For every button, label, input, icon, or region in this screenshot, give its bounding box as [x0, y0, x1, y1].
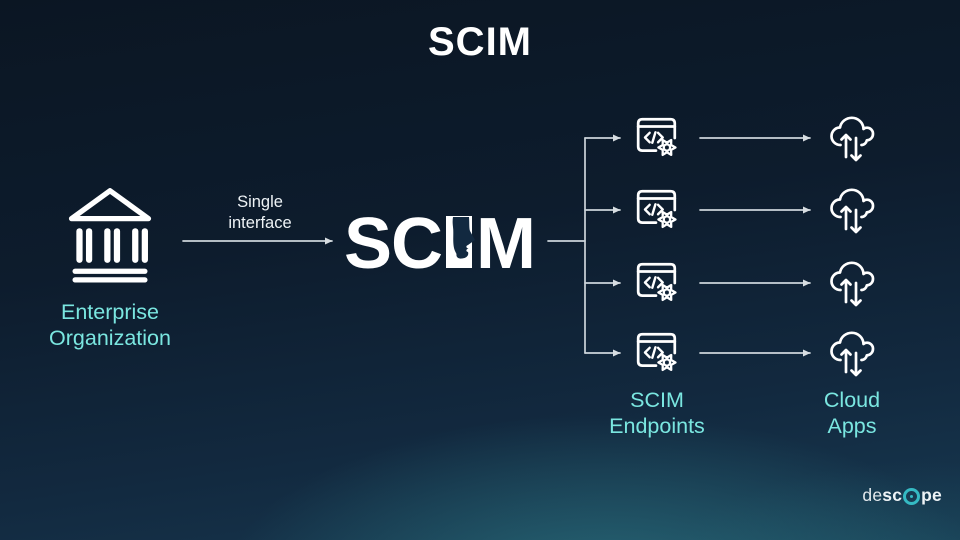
- arrow-up-icon: [840, 205, 852, 231]
- endpoint-node-3: [634, 260, 680, 309]
- endpoint-node-1: [634, 115, 680, 164]
- arrow-down-icon: [850, 281, 862, 307]
- cloud-app-node-4: [826, 329, 878, 386]
- arrow-up-icon: [840, 133, 852, 159]
- cloud-app-node-1: [826, 114, 878, 171]
- code-window-gear-icon: [636, 332, 677, 372]
- code-window-gear-icon: [636, 117, 677, 157]
- gear-icon: [657, 210, 677, 229]
- cloud-sync-icon: [830, 331, 875, 377]
- gear-icon: [657, 353, 677, 372]
- arrow-down-icon: [850, 136, 862, 162]
- enterprise-label: Enterprise Organization: [49, 300, 171, 350]
- scim-logo: SC M: [342, 204, 542, 284]
- code-window-gear-icon: [636, 189, 677, 229]
- cloud-sync-icon: [830, 188, 875, 234]
- cloud-sync-icon: [830, 116, 875, 162]
- arrow-up-icon: [840, 278, 852, 304]
- page-title: SCIM: [428, 20, 532, 64]
- descope-logo-sc: sc: [882, 485, 903, 505]
- gear-icon: [657, 283, 677, 302]
- code-window-gear-icon: [636, 262, 677, 302]
- gear-icon: [657, 138, 677, 157]
- cloud-sync-icon: [830, 261, 875, 307]
- descope-logo-pe: pe: [921, 485, 942, 505]
- cloud-app-node-3: [826, 259, 878, 316]
- descope-o-icon: [903, 488, 921, 505]
- scim-endpoints-label: SCIM Endpoints: [609, 388, 705, 438]
- face-profile-cutout: [452, 217, 475, 259]
- enterprise-node: [66, 184, 154, 284]
- descope-logo-de: de: [862, 485, 883, 505]
- arrow-down-icon: [850, 208, 862, 234]
- scim-logo-sc: SC: [344, 204, 442, 278]
- single-interface-label: Single interface: [228, 193, 292, 232]
- arrow-up-icon: [840, 348, 852, 374]
- arrow-down-icon: [850, 351, 862, 377]
- scim-logo-m: M: [476, 204, 536, 278]
- bank-icon: [68, 188, 152, 283]
- endpoint-node-2: [634, 187, 680, 236]
- cloud-apps-label: Cloud Apps: [823, 388, 881, 438]
- endpoint-node-4: [634, 330, 680, 379]
- cloud-app-node-2: [826, 186, 878, 243]
